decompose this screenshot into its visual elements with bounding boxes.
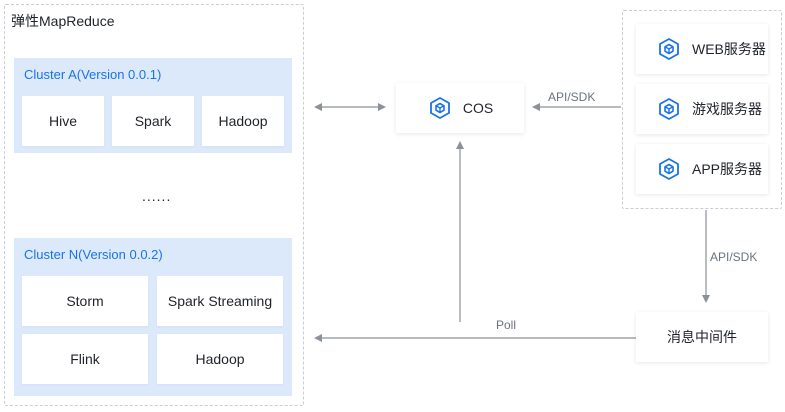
servers-group — [622, 10, 782, 209]
tile-hadoop-n: Hadoop — [157, 334, 283, 384]
cos-node: COS — [396, 83, 524, 133]
cluster-a: Cluster A(Version 0.0.1) Hive Spark Hado… — [14, 58, 292, 153]
emr-group: 弹性MapReduce — [4, 4, 304, 406]
server-web: WEB服务器 — [636, 24, 768, 74]
cluster-n: Cluster N(Version 0.0.2) Storm Spark Str… — [14, 238, 292, 396]
cube-icon — [656, 156, 682, 182]
cube-icon — [427, 95, 453, 121]
cluster-ellipsis: ...... — [142, 188, 172, 204]
emr-group-title: 弹性MapReduce — [11, 13, 115, 29]
tile-spark: Spark — [112, 96, 194, 146]
server-app: APP服务器 — [636, 144, 768, 194]
tile-flink: Flink — [22, 334, 148, 384]
server-app-label: APP服务器 — [692, 161, 763, 177]
cube-icon — [656, 96, 682, 122]
cluster-n-title: Cluster N(Version 0.0.2) — [24, 247, 163, 262]
tile-hive: Hive — [22, 96, 104, 146]
message-middleware: 消息中间件 — [636, 312, 768, 362]
server-web-label: WEB服务器 — [692, 41, 766, 57]
edge-label-servers-cos: API/SDK — [548, 90, 596, 104]
cube-icon — [656, 36, 682, 62]
edge-label-poll: Poll — [496, 318, 517, 332]
tile-spark-streaming: Spark Streaming — [157, 276, 283, 326]
edge-label-servers-middleware: API/SDK — [710, 250, 758, 264]
tile-hadoop: Hadoop — [202, 96, 284, 146]
cos-label: COS — [462, 100, 494, 116]
server-game-label: 游戏服务器 — [692, 101, 762, 117]
message-middleware-label: 消息中间件 — [667, 329, 737, 345]
tile-storm: Storm — [22, 276, 148, 326]
server-game: 游戏服务器 — [636, 84, 768, 134]
cluster-a-title: Cluster A(Version 0.0.1) — [24, 67, 162, 82]
